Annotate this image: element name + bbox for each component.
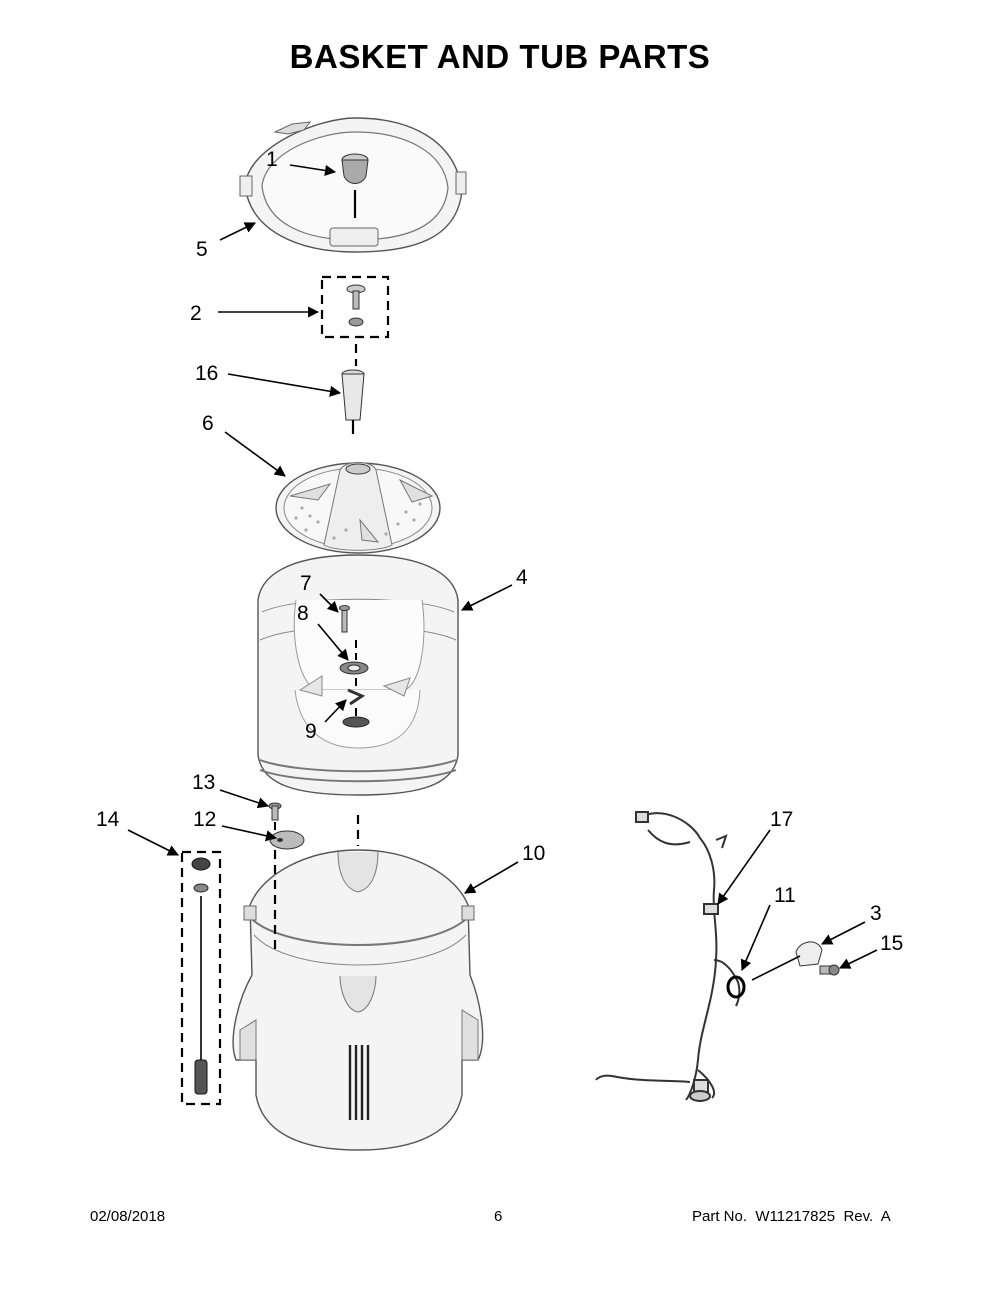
- screw-part-7: [339, 605, 350, 633]
- footer-part-number: Part No. W11217825 Rev. A: [692, 1208, 891, 1225]
- impeller-part-6: [275, 462, 441, 554]
- callout-5: 5: [196, 238, 208, 261]
- drive-hub: [342, 716, 370, 728]
- bolt-kit-box-part-2: [320, 275, 390, 339]
- tub-ring-part-5: [239, 117, 467, 253]
- clamp-part-12: [269, 830, 305, 850]
- callout-15: 15: [880, 932, 903, 955]
- callout-14: 14: [96, 808, 120, 831]
- suspension-box-part-14: [180, 850, 222, 1106]
- cap-part-1: [341, 153, 369, 184]
- callout-17: 17: [770, 808, 793, 831]
- callout-4: 4: [516, 566, 528, 589]
- callout-3: 3: [870, 902, 882, 925]
- footer-page-number: 6: [494, 1208, 503, 1225]
- sleeve-part-16: [341, 369, 365, 434]
- callout-13: 13: [192, 771, 215, 794]
- grommet-part-11: [726, 975, 746, 999]
- screw-part-15: [819, 964, 840, 976]
- leader-lines: [127, 164, 878, 981]
- callout-6: 6: [202, 412, 214, 435]
- basket-part-4: [257, 554, 459, 796]
- clip-part-9: [347, 688, 366, 706]
- page-title: BASKET AND TUB PARTS: [289, 38, 711, 75]
- suspension-rod-part-14: [191, 857, 211, 1095]
- callout-2: 2: [190, 302, 202, 325]
- hub-part-8: [339, 661, 369, 675]
- callout-11: 11: [774, 884, 796, 907]
- wire-harness-part-17: [595, 811, 741, 1102]
- bolt-part-2: [346, 284, 366, 327]
- callout-8: 8: [297, 602, 309, 625]
- bracket-part-3: [795, 941, 823, 967]
- screw-part-13: [268, 802, 282, 821]
- callout-12: 12: [193, 808, 216, 831]
- outer-tub-part-10: [232, 849, 484, 1151]
- footer-date: 02/08/2018: [90, 1208, 166, 1225]
- callout-16: 16: [195, 362, 218, 385]
- callout-1: 1: [266, 148, 278, 171]
- callout-9: 9: [305, 720, 317, 743]
- callout-7: 7: [300, 572, 312, 595]
- callout-10: 10: [522, 842, 545, 865]
